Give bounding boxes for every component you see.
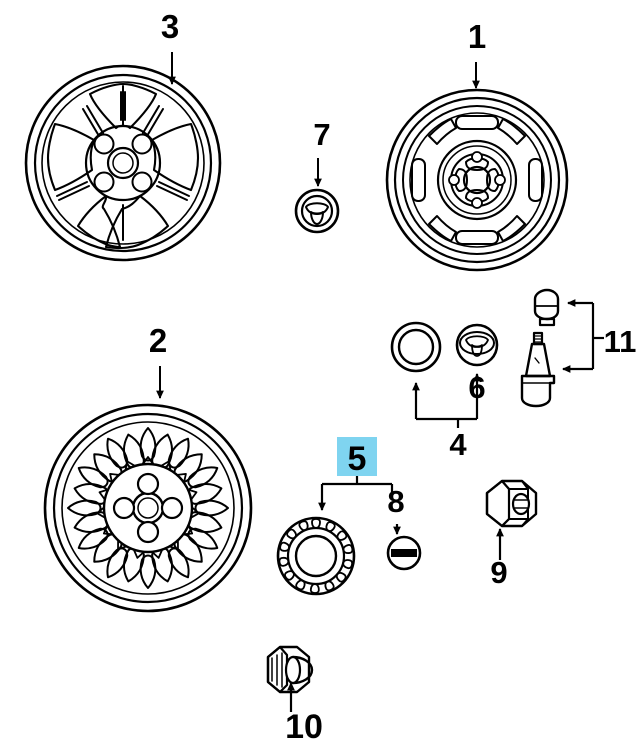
callout-4: 4 — [412, 382, 477, 462]
callout-7: 7 — [313, 117, 331, 187]
callout-9: 9 — [490, 528, 508, 590]
callout-label-6: 6 — [468, 370, 485, 405]
callout-11: 11 — [562, 299, 637, 373]
callout-3: 3 — [161, 8, 179, 85]
callout-2: 2 — [149, 322, 167, 399]
part-valve-cap-small — [294, 188, 340, 234]
callout-label-11: 11 — [604, 324, 637, 359]
part-lug-nut-hex — [485, 479, 538, 528]
callout-label-1: 1 — [468, 18, 486, 55]
callout-8: 8 — [387, 484, 405, 535]
part-steel-wheel — [385, 88, 569, 272]
callout-label-8: 8 — [387, 484, 404, 519]
callout-1: 1 — [468, 18, 486, 89]
callout-label-10: 10 — [285, 708, 323, 746]
callout-10: 10 — [285, 682, 323, 746]
callout-6: 6 — [468, 370, 486, 419]
part-alloy-wheel-lace-spoke — [43, 403, 253, 613]
part-wheel-emblem — [386, 535, 422, 571]
callout-label-9: 9 — [490, 555, 507, 590]
part-alloy-wheel-seven-spoke — [24, 64, 222, 262]
callout-label-2: 2 — [149, 322, 167, 359]
part-retaining-ring — [390, 321, 442, 373]
part-valve-stem-body — [520, 331, 556, 408]
callout-label-5: 5 — [348, 440, 367, 478]
part-valve-stem-cap — [533, 288, 560, 327]
callout-label-4: 4 — [449, 427, 467, 462]
callout-label-7: 7 — [313, 117, 330, 152]
callout-5-highlight — [337, 437, 377, 476]
callout-5: 5 — [318, 437, 394, 511]
part-hub-center-cap — [455, 323, 499, 367]
part-wheel-hub-ring-toothed — [276, 516, 356, 596]
callout-label-3: 3 — [161, 8, 179, 45]
